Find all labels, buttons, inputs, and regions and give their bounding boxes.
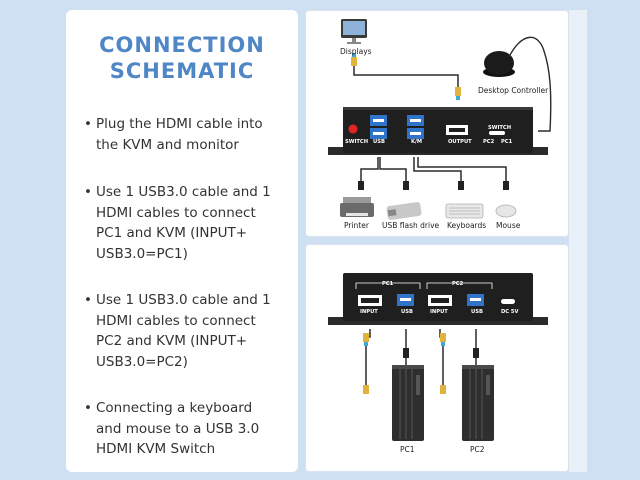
- pc2-tower-icon: [462, 365, 494, 441]
- printer-icon: [340, 197, 374, 217]
- instructions-panel: CONNECTION SCHEMATIC • Plug the HDMI cab…: [66, 10, 298, 472]
- kvm-switch-back-icon: [328, 273, 548, 325]
- usb1-port-label: USB: [401, 309, 413, 315]
- pc1-label: PC1: [400, 445, 415, 454]
- kvm-switch-icon: [328, 107, 548, 155]
- pc1-port-label: PC1: [501, 139, 513, 145]
- pc2-group-label: PC2: [452, 281, 464, 287]
- kvm-input-diagram: PC1 PC2 INPUT USB INPUT USB DC 5V PC1 PC…: [305, 244, 569, 472]
- switch-port-label: SWITCH: [345, 139, 369, 145]
- page-title: CONNECTION SCHEMATIC: [99, 33, 265, 83]
- pc2-label: PC2: [470, 445, 485, 454]
- usb-flash-drive-icon: [386, 202, 422, 220]
- mouse-icon: [495, 204, 517, 218]
- instruction-item: • Connecting a keyboard and mouse to a U…: [80, 398, 294, 460]
- hdmi-plug-icon: [351, 57, 357, 66]
- usb-flash-drive-label: USB flash drive: [382, 221, 440, 230]
- pc1-tower-icon: [392, 365, 424, 441]
- usb2-port-label: USB: [471, 309, 483, 315]
- kvm-input-drawing: [328, 273, 548, 441]
- input1-port-label: INPUT: [360, 309, 378, 315]
- printer-label: Printer: [344, 221, 369, 230]
- instruction-text: Plug the HDMI cable into the KVM and mon…: [96, 116, 263, 153]
- instruction-item: • Plug the HDMI cable into the KVM and m…: [80, 114, 294, 155]
- displays-label: Displays: [340, 47, 372, 56]
- switch-toggle-label: SWITCH: [488, 125, 512, 131]
- kvm-output-drawing: [328, 19, 552, 220]
- desktop-controller-label: Desktop Controller: [478, 86, 549, 95]
- keyboards-label: Keyboards: [447, 221, 487, 230]
- km-port-label: K/M: [411, 139, 423, 145]
- output-port-label: OUTPUT: [448, 139, 472, 145]
- usb-cable-icon: [360, 157, 507, 183]
- instruction-item: • Use 1 USB3.0 cable and 1 HDMI cables t…: [80, 290, 294, 372]
- instruction-text: Use 1 USB3.0 cable and 1 HDMI cables to …: [96, 184, 271, 262]
- monitor-icon: [341, 19, 367, 44]
- right-edge-strip: [569, 10, 587, 472]
- bullet-dot: •: [84, 400, 92, 416]
- bullet-dot: •: [84, 292, 92, 308]
- mouse-label: Mouse: [496, 221, 521, 230]
- kvm-output-diagram: Displays Desktop Controller SWITCH USB K…: [305, 10, 569, 237]
- usb-port-label: USB: [373, 139, 385, 145]
- hdmi-cable-icon: [353, 65, 459, 89]
- bullet-dot: •: [84, 116, 92, 132]
- desktop-controller-icon: [483, 36, 552, 132]
- cable-plug-icon: [363, 333, 479, 394]
- instruction-text: Use 1 USB3.0 cable and 1 HDMI cables to …: [96, 292, 271, 370]
- hdmi-plug-icon: [455, 87, 461, 96]
- usb-plug-icon: [358, 181, 509, 190]
- bullet-dot: •: [84, 184, 92, 200]
- pc1-group-label: PC1: [382, 281, 394, 287]
- keyboard-icon: [445, 203, 484, 219]
- dc-port-label: DC 5V: [501, 309, 519, 315]
- instruction-text: Connecting a keyboard and mouse to a USB…: [96, 400, 260, 457]
- pc2-port-label: PC2: [483, 139, 495, 145]
- instruction-item: • Use 1 USB3.0 cable and 1 HDMI cables t…: [80, 182, 294, 264]
- input2-port-label: INPUT: [430, 309, 448, 315]
